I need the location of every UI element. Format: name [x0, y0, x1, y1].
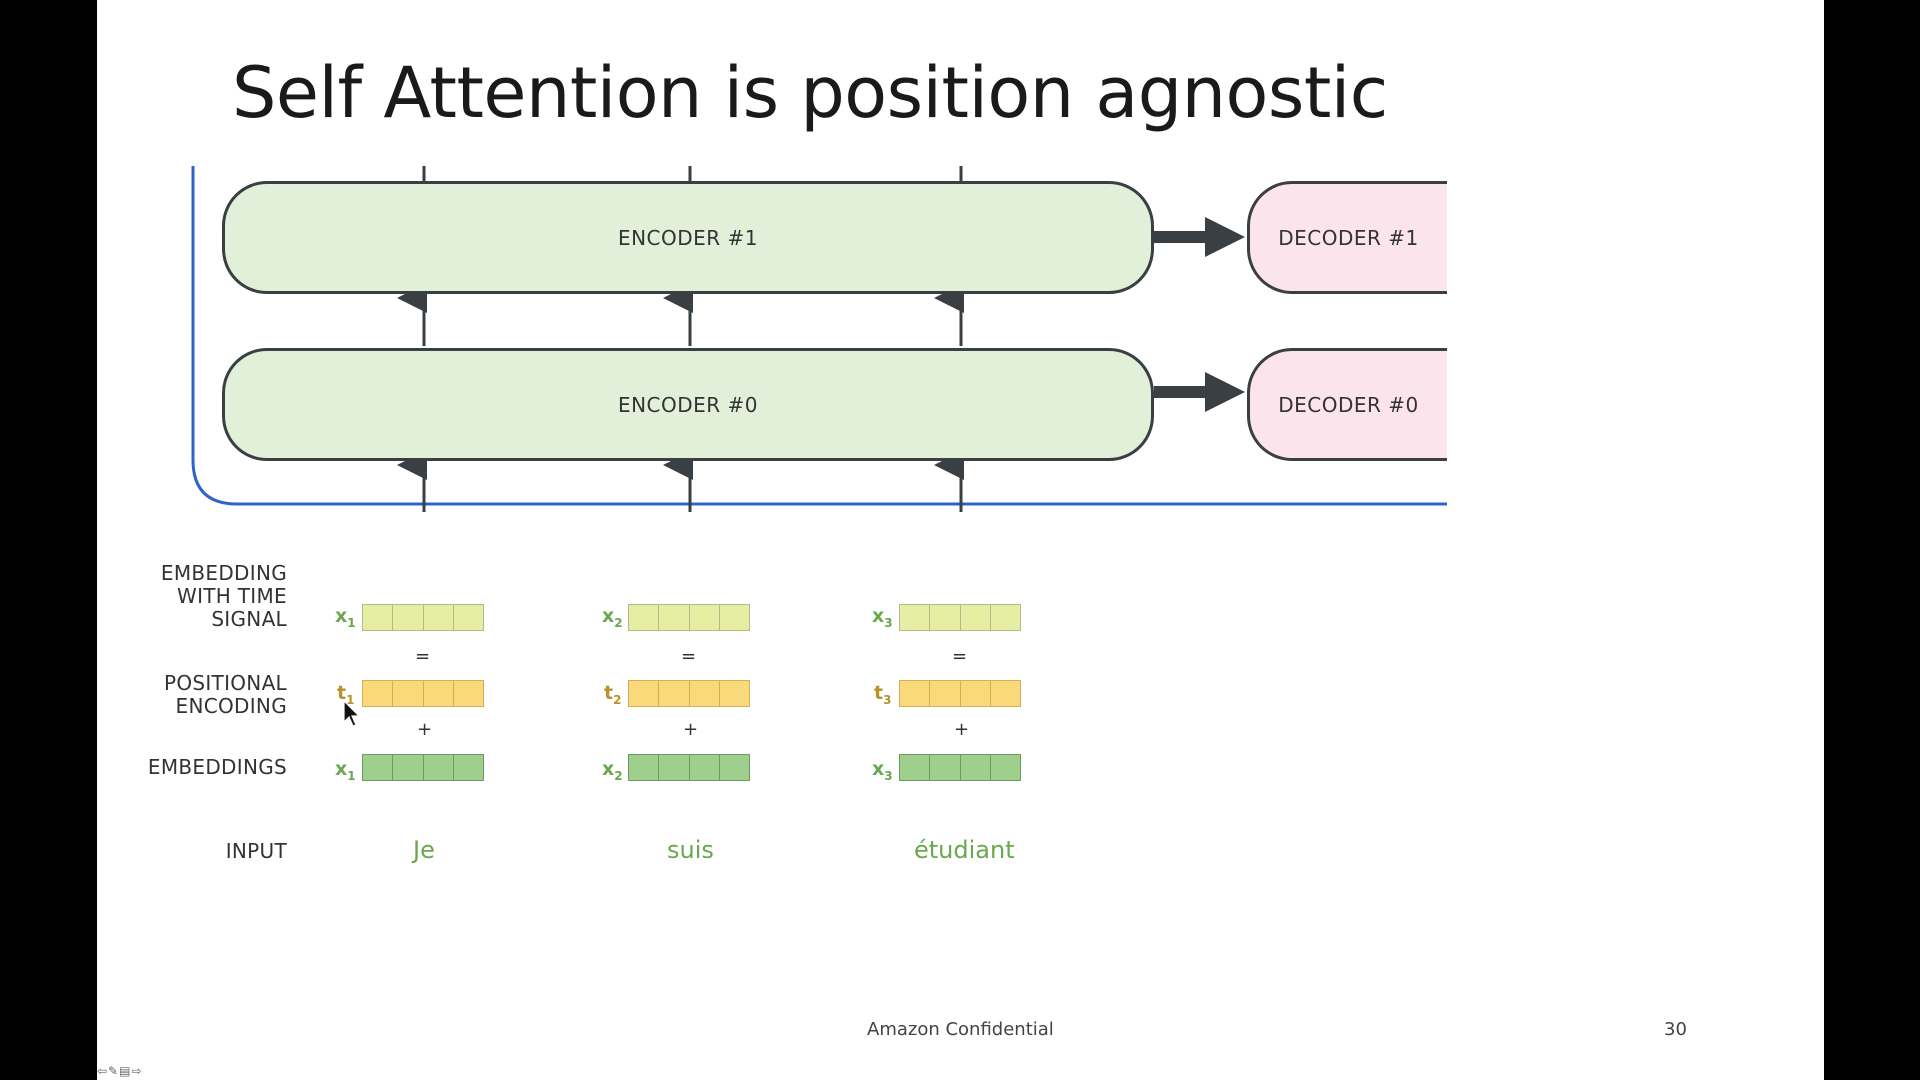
- x2-embedding-symbol: x2: [602, 758, 623, 783]
- positional-vector-3: [899, 680, 1021, 707]
- x1-embedding-symbol: x1: [335, 758, 356, 783]
- equals-sign-2: =: [681, 646, 697, 667]
- diagram-connectors: [191, 166, 1447, 512]
- row-labels: EMBEDDING WITH TIME SIGNAL POSITIONAL EN…: [97, 0, 287, 1080]
- input-word-3: étudiant: [914, 836, 1015, 864]
- decoder-1-block: DECODER #1: [1247, 181, 1447, 294]
- input-word-2: suis: [667, 836, 714, 864]
- time-signal-vector-1: [362, 604, 484, 631]
- time-signal-vector-3: [899, 604, 1021, 631]
- footer-text: Amazon Confidential: [867, 1019, 1054, 1040]
- plus-sign-3: +: [954, 719, 970, 740]
- input-word-1: Je: [413, 836, 435, 864]
- label-positional-encoding: POSITIONAL ENCODING: [164, 672, 287, 718]
- positional-vector-2: [628, 680, 750, 707]
- decoder-1-label: DECODER #1: [1278, 225, 1419, 250]
- plus-sign-1: +: [417, 719, 433, 740]
- slide: Self Attention is position agnostic ENCO…: [97, 0, 1824, 1080]
- label-line: SIGNAL: [211, 607, 287, 631]
- label-embeddings: EMBEDDINGS: [147, 755, 287, 779]
- x1-time-symbol: x1: [335, 605, 356, 630]
- equals-sign-1: =: [415, 646, 431, 667]
- encoder-1-block: ENCODER #1: [222, 181, 1154, 294]
- t1-symbol: t1: [337, 682, 355, 707]
- label-line: POSITIONAL: [163, 671, 287, 695]
- label-input: INPUT: [225, 839, 287, 863]
- slide-nav-controls[interactable]: ⇦✎▤⇨: [97, 1064, 143, 1078]
- embedding-vector-2: [628, 754, 750, 781]
- embedding-vector-3: [899, 754, 1021, 781]
- x3-time-symbol: x3: [872, 605, 893, 630]
- t3-symbol: t3: [874, 682, 892, 707]
- blue-bracket-line: [191, 166, 1447, 506]
- label-line: ENCODING: [175, 694, 287, 718]
- x2-time-symbol: x2: [602, 605, 623, 630]
- slide-title: Self Attention is position agnostic: [232, 52, 1388, 134]
- embedding-vector-1: [362, 754, 484, 781]
- positional-vector-1: [362, 680, 484, 707]
- plus-sign-2: +: [683, 719, 699, 740]
- label-line: EMBEDDING: [160, 561, 287, 585]
- encoder-1-label: ENCODER #1: [617, 225, 759, 250]
- decoder-0-label: DECODER #0: [1278, 392, 1419, 417]
- decoder-0-block: DECODER #0: [1247, 348, 1447, 461]
- label-line: WITH TIME: [177, 584, 287, 608]
- page-number: 30: [1664, 1019, 1687, 1040]
- t2-symbol: t2: [604, 682, 622, 707]
- encoder-0-label: ENCODER #0: [617, 392, 759, 417]
- time-signal-vector-2: [628, 604, 750, 631]
- mouse-cursor-icon: [343, 700, 361, 727]
- equals-sign-3: =: [952, 646, 968, 667]
- x3-embedding-symbol: x3: [872, 758, 893, 783]
- encoder-0-block: ENCODER #0: [222, 348, 1154, 461]
- encoder-to-decoder-arrow-0: [1154, 372, 1245, 412]
- encoder-to-decoder-arrow-1: [1154, 217, 1245, 257]
- label-embedding-with-time-signal: EMBEDDING WITH TIME SIGNAL: [161, 562, 287, 631]
